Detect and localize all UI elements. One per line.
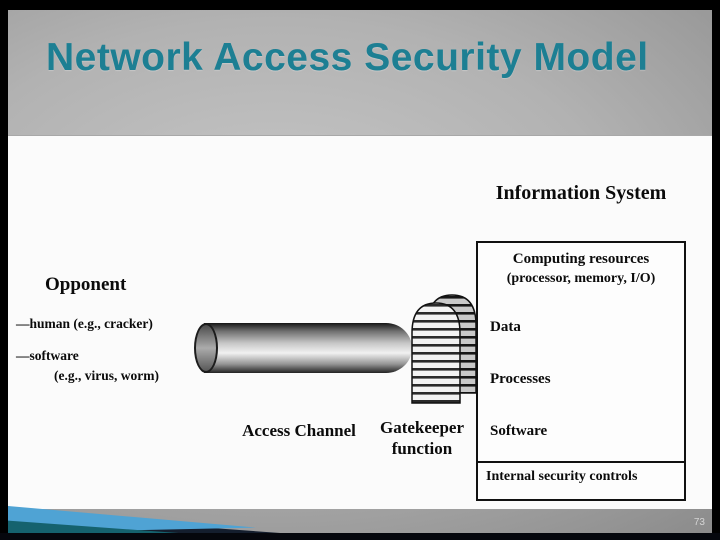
opponent-human-item: —human (e.g., cracker) <box>16 316 153 331</box>
internal-security-controls-label: Internal security controls <box>486 469 638 484</box>
opponent-label: Opponent <box>45 274 127 295</box>
information-system-box: Computing resources (processor, memory, … <box>476 241 686 501</box>
gatekeeper-icon <box>411 294 477 404</box>
box-item-software: Software <box>490 423 548 439</box>
bottom-edge-strip <box>0 533 720 540</box>
box-item-data: Data <box>490 319 521 335</box>
gatekeeper-function-label: Gatekeeper function <box>366 417 478 459</box>
gatekeeper-label-line1: Gatekeeper <box>379 418 465 437</box>
box-item-processes: Processes <box>490 371 551 387</box>
computing-resources-detail: (processor, memory, I/O) <box>506 271 656 286</box>
opponent-software-item: —software <box>16 348 79 363</box>
diagram-panel: Information System Computing resources (… <box>8 135 712 509</box>
access-channel-label: Access Channel <box>242 421 356 440</box>
page-number: 73 <box>693 517 705 528</box>
access-channel-cylinder-cap <box>194 323 218 373</box>
gatekeeper-label-line2: function <box>391 439 453 458</box>
opponent-software-detail: (e.g., virus, worm) <box>54 368 159 383</box>
information-system-label: Information System <box>495 182 667 204</box>
computing-resources-label: Computing resources <box>512 251 650 267</box>
slide-title: Network Access Security Model <box>46 36 649 79</box>
access-channel-cylinder <box>204 323 412 373</box>
box-divider-line <box>478 461 684 463</box>
